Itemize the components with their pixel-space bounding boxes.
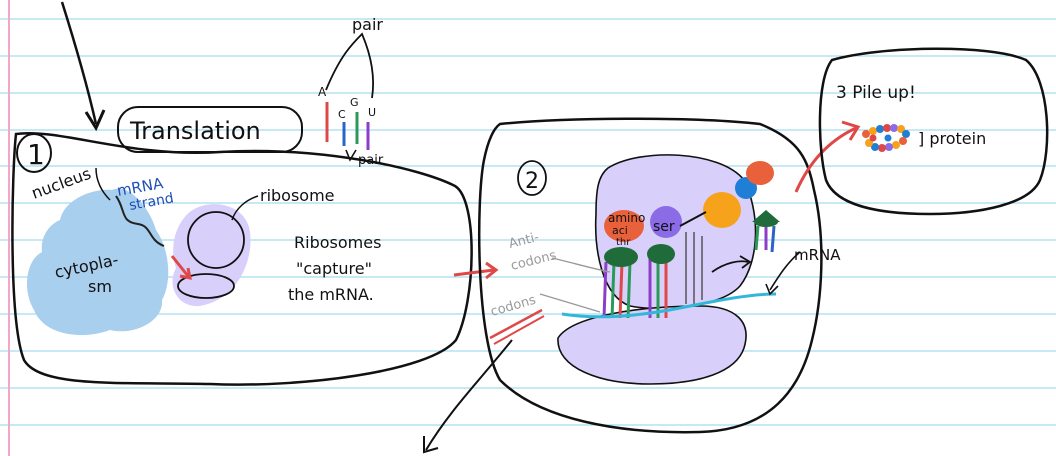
step1-number-circle: [16, 133, 52, 173]
amino-label-3: thr: [616, 237, 631, 248]
codons-red-mark-2: [493, 315, 545, 345]
pair-top-bracket: [325, 32, 374, 99]
mrna-pointer: [769, 251, 801, 291]
outgoing-arrowhead: [423, 436, 439, 454]
ribosome-pointer: [231, 195, 259, 221]
step2-number-circle: [517, 160, 547, 196]
step1-to-step2-arrow: [453, 268, 495, 277]
ribosome-small-subunit: [177, 273, 235, 299]
pair-top-label: pair: [352, 15, 383, 34]
peptide-link: [679, 211, 707, 227]
caption-line-1: Ribosomes: [294, 233, 381, 252]
caption-line-3: the mRNA.: [288, 285, 374, 304]
trna-cap-3b: [754, 217, 778, 227]
mrna-strand-2: [561, 292, 777, 319]
anticodons-pointer: [551, 257, 611, 273]
step1-to-step2-arrowhead: [485, 261, 499, 280]
mrna-pointer-head: [765, 283, 779, 296]
amino-label-2: aci: [612, 224, 628, 237]
capture-red-arrowhead: [179, 267, 192, 280]
base-pairing: pair A C G U pair: [318, 15, 384, 168]
capture-red-arrow: [170, 255, 190, 277]
trna-bars: [602, 225, 776, 319]
amino-label-1: amino: [608, 211, 645, 225]
anticodons-label-2: codons: [509, 248, 558, 274]
ribosome-small-subunit-2: [557, 305, 747, 385]
amino-acid-orange: [703, 192, 741, 228]
amino-acid-red-top: [746, 161, 774, 185]
next-trna-arrowhead: [739, 255, 752, 269]
trna-cap-1: [604, 247, 638, 267]
protein-label: ] protein: [918, 129, 986, 148]
base-g-letter: G: [350, 96, 359, 109]
step2-number: 2: [525, 169, 539, 194]
step2-to-step3-arrowhead: [841, 120, 861, 141]
step1-number: 1: [27, 138, 45, 171]
cytoplasm-label-2: sm: [88, 277, 112, 296]
base-a-letter: A: [318, 85, 327, 99]
ribosome-large-subunit: [187, 211, 245, 269]
ser-label: ser: [653, 219, 675, 235]
protein-chain: [862, 124, 910, 152]
mrna-strand: [115, 195, 165, 247]
pair-bottom-bracket: [345, 149, 357, 162]
mrna-label-2: mRNA: [794, 246, 841, 264]
outgoing-arrow: [425, 339, 513, 451]
pair-bottom-label: pair: [358, 153, 384, 168]
codons-pointer: [539, 293, 601, 313]
base-c-letter: C: [338, 108, 346, 121]
codons-red-mark: [489, 308, 543, 340]
cytoplasm-blob: [27, 188, 169, 336]
step3-box: [818, 47, 1049, 216]
next-trna-arrow: [711, 260, 749, 273]
trna-cap-2: [647, 244, 675, 264]
amino-acid-purple: [650, 206, 682, 238]
translation-title: Translation: [129, 117, 261, 145]
step3-title: 3 Pile up!: [836, 83, 916, 103]
ribosome-label: ribosome: [260, 186, 335, 205]
caption-line-2: "capture": [296, 259, 372, 278]
title-box: [117, 106, 303, 153]
incoming-arrow: [60, 1, 98, 125]
anticodons-label-1: Anti-: [507, 230, 541, 252]
mrna-strand-label-2: strand: [128, 190, 175, 214]
incoming-arrowhead: [84, 109, 106, 132]
step2-box: [477, 117, 823, 434]
base-u-letter: U: [368, 106, 376, 119]
rule-lines: [0, 18, 1056, 426]
nucleus-pointer: [95, 167, 111, 201]
amino-acid-red: [604, 210, 644, 242]
